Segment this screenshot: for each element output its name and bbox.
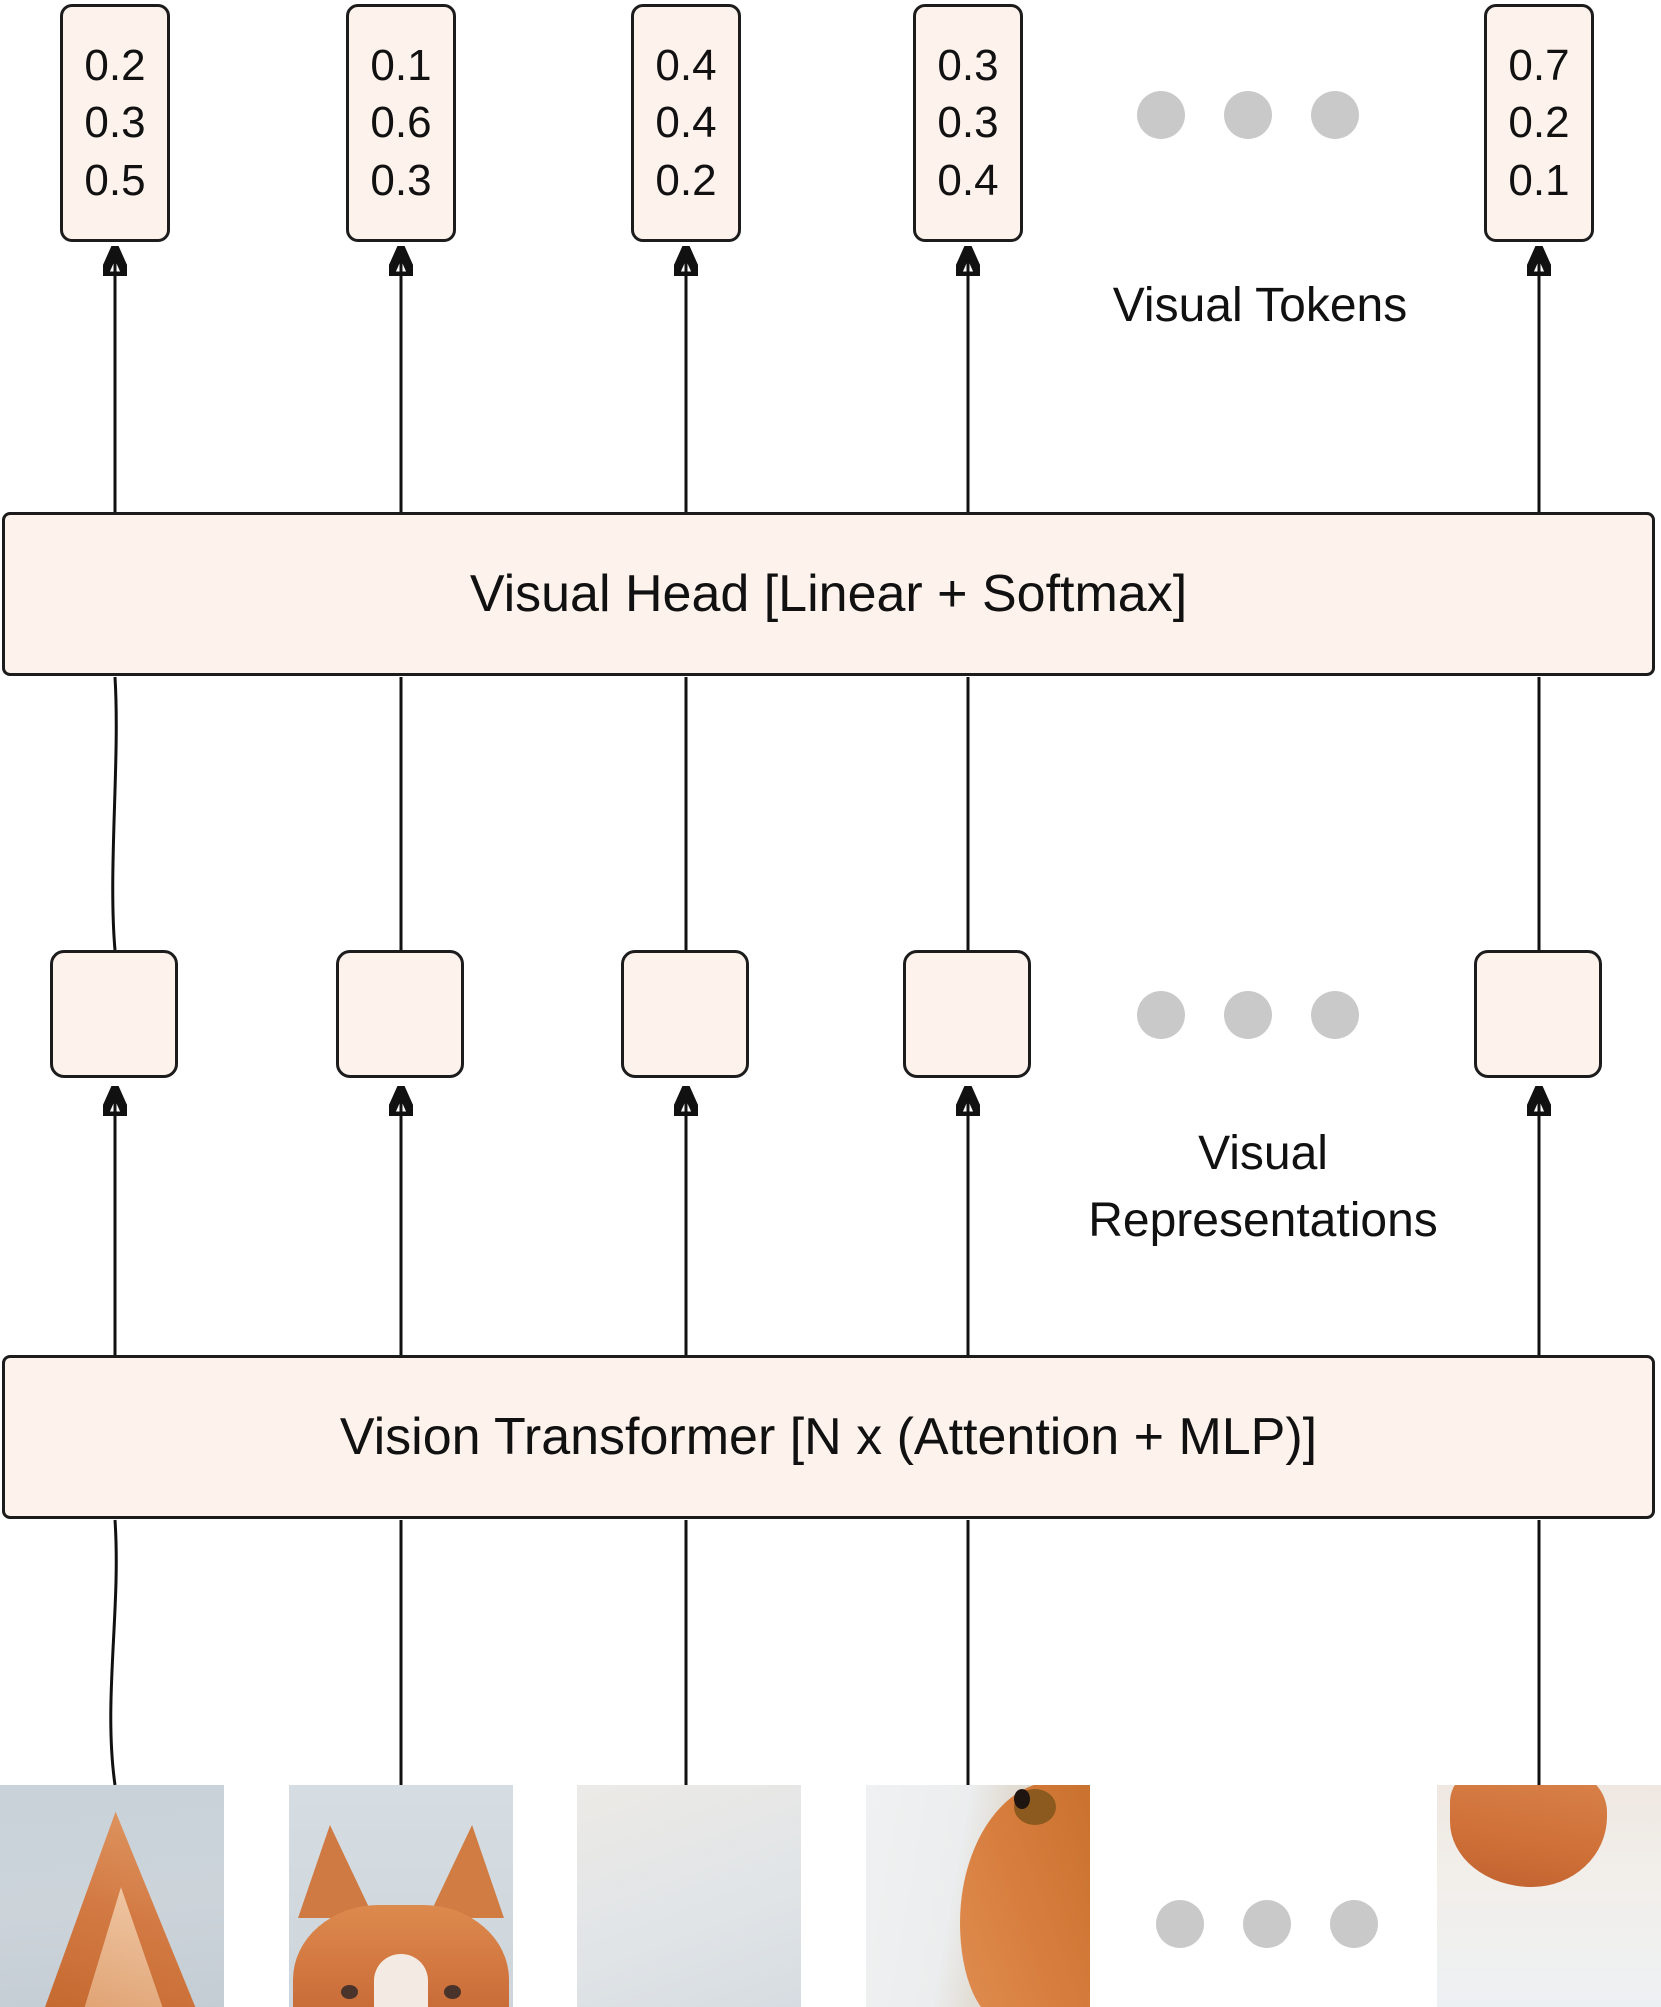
token-value: 0.2 [84,41,146,91]
ellipsis-icon [1156,1900,1378,1948]
visual-representations-label: Visual Representations [1088,1127,1438,1248]
visual-token-vector-4: 0.3 0.3 0.4 [913,4,1023,242]
token-value: 0.4 [655,98,717,148]
token-value: 0.4 [655,41,717,91]
visual-representation-3 [621,950,749,1078]
visual-representation-2 [336,950,464,1078]
cat-ear-icon [297,1824,375,1919]
token-value: 0.3 [937,41,999,91]
token-value: 0.1 [1508,155,1570,205]
dot-icon [1311,91,1359,139]
dot-icon [1224,991,1272,1039]
token-value: 0.1 [370,41,432,91]
visual-token-vector-5: 0.7 0.2 0.1 [1484,4,1594,242]
token-value: 0.3 [84,98,146,148]
visual-token-vector-3: 0.4 0.4 0.2 [631,4,741,242]
visual-representation-1 [50,950,178,1078]
image-patch-2 [289,1785,513,2007]
token-value: 0.5 [84,155,146,205]
dot-icon [1137,91,1185,139]
image-patch-4 [866,1785,1090,2007]
ellipsis-icon [1137,991,1359,1039]
vision-transformer-label: Vision Transformer [N x (Attention + MLP… [339,1408,1318,1466]
dot-icon [1137,991,1185,1039]
cat-pupil-icon [1014,1789,1030,1809]
image-patch-1 [0,1785,224,2007]
cat-eye-icon [444,1985,461,1999]
token-value: 0.3 [937,98,999,148]
cat-paw-icon [1450,1785,1608,1888]
dot-icon [1156,1900,1204,1948]
vision-transformer-box: Vision Transformer [N x (Attention + MLP… [2,1355,1655,1519]
visual-tokens-label: Visual Tokens [1112,279,1408,332]
visual-representation-4 [903,950,1031,1078]
token-value: 0.6 [370,98,432,148]
ellipsis-icon [1137,91,1359,139]
cat-blaze-icon [374,1953,428,2007]
dot-icon [1311,991,1359,1039]
visual-representation-5 [1474,950,1602,1078]
dot-icon [1243,1900,1291,1948]
image-patch-5 [1437,1785,1661,2007]
cat-eye-icon [341,1985,358,1999]
cat-ear-icon [427,1824,505,1919]
visual-token-vector-2: 0.1 0.6 0.3 [346,4,456,242]
dot-icon [1224,91,1272,139]
token-value: 0.2 [1508,98,1570,148]
dot-icon [1330,1900,1378,1948]
cat-eye-icon [1014,1789,1056,1825]
token-value: 0.2 [655,155,717,205]
token-value: 0.7 [1508,41,1570,91]
visual-head-box: Visual Head [Linear + Softmax] [2,512,1655,676]
image-patch-3 [577,1785,801,2007]
token-value: 0.4 [937,155,999,205]
visual-token-vector-1: 0.2 0.3 0.5 [60,4,170,242]
token-value: 0.3 [370,155,432,205]
visual-head-label: Visual Head [Linear + Softmax] [469,565,1188,623]
